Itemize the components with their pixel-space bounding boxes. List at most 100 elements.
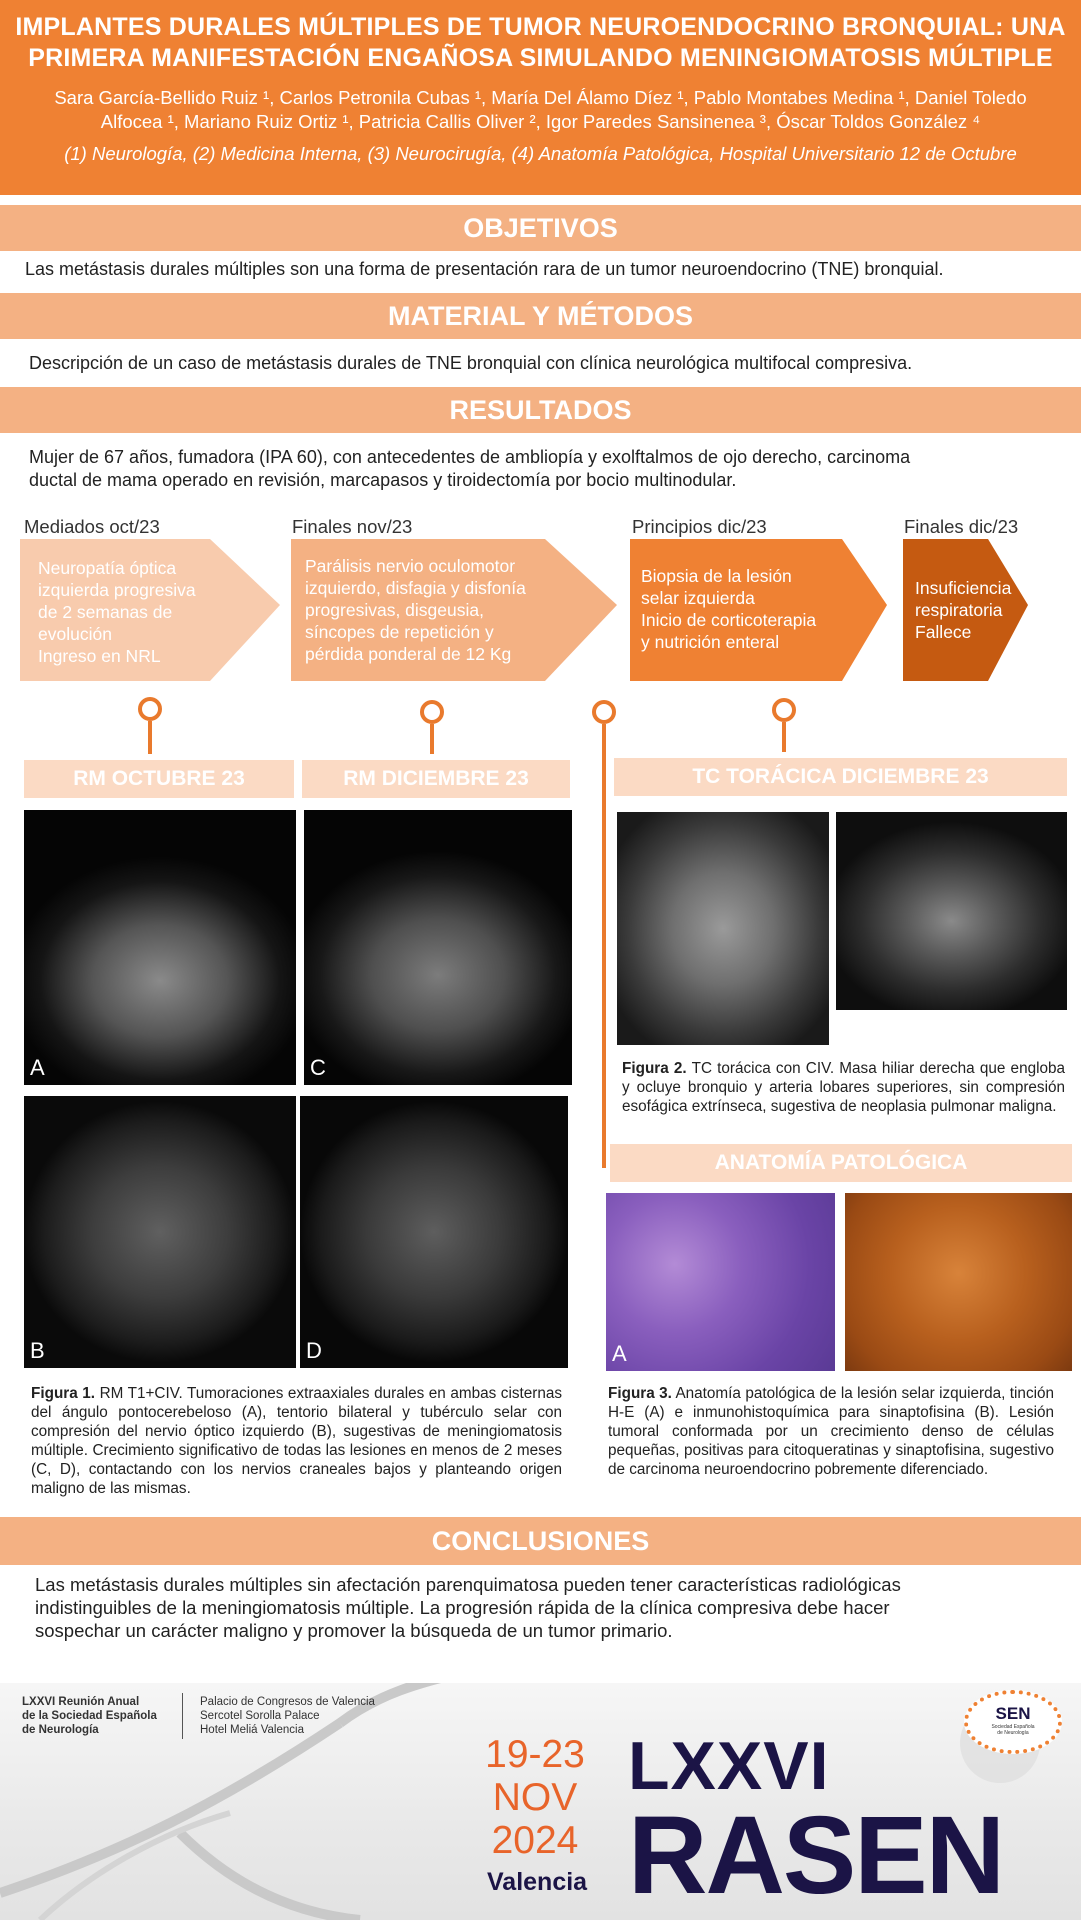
timeline-text-2: Parálisis nervio oculomotor izquierdo, d… bbox=[305, 555, 526, 665]
venues: Palacio de Congresos de Valencia Sercote… bbox=[200, 1695, 375, 1737]
timeline-1-line: evolución bbox=[38, 624, 112, 644]
authors-line-1: Sara García-Bellido Ruiz ¹, Carlos Petro… bbox=[54, 87, 1027, 108]
congress-dates: 19-23 NOV 2024 bbox=[480, 1733, 590, 1862]
image-letter-ap-a: A bbox=[612, 1341, 627, 1366]
conclusiones-text: Las metástasis durales múltiples sin afe… bbox=[35, 1573, 1075, 1642]
timeline-date-4: Finales dic/23 bbox=[904, 516, 1019, 537]
ct-coronal-image bbox=[617, 812, 829, 1045]
mri-image-c: C bbox=[304, 810, 572, 1085]
tc-toracica-label: TC TORÁCICA DICIEMBRE 23 bbox=[614, 758, 1067, 796]
timeline-4-line: Fallece bbox=[915, 622, 972, 642]
figure-2-caption: Figura 2. TC torácica con CIV. Masa hili… bbox=[622, 1059, 1065, 1116]
timeline-date-3: Principios dic/23 bbox=[632, 516, 767, 537]
sen-logo-text: SEN bbox=[995, 1704, 1031, 1723]
figure-2-text: TC torácica con CIV. Masa hiliar derecha… bbox=[622, 1060, 1065, 1115]
meeting-line: LXXVI Reunión Anual bbox=[22, 1696, 140, 1708]
footer-divider bbox=[182, 1693, 183, 1739]
timeline-pin-line-4 bbox=[782, 722, 786, 752]
timeline-pin-3 bbox=[592, 700, 616, 724]
image-letter-c: C bbox=[310, 1055, 326, 1080]
timeline-chevrons bbox=[20, 539, 1028, 681]
timeline-2-line: pérdida ponderal de 12 Kg bbox=[305, 644, 512, 664]
title-line-2: PRIMERA MANIFESTACIÓN ENGAÑOSA SIMULANDO… bbox=[28, 44, 1053, 72]
timeline-text-4: Insuficiencia respiratoria Fallece bbox=[915, 577, 1011, 643]
timeline-1-line: Neuropatía óptica bbox=[38, 558, 177, 578]
timeline-text-3: Biopsia de la lesión selar izquierda Ini… bbox=[641, 565, 816, 653]
congress-city: Valencia bbox=[487, 1868, 588, 1896]
resultados-line-2: ductal de mama operado en revisión, marc… bbox=[29, 470, 737, 490]
congress-number: LXXVI bbox=[628, 1728, 830, 1804]
conclusiones-line-1: Las metástasis durales múltiples sin afe… bbox=[35, 1574, 901, 1595]
sen-logo-subtitle: Sociedad Española de Neurología bbox=[968, 1724, 1058, 1736]
anatomia-patologica-label: ANATOMÍA PATOLÓGICA bbox=[610, 1144, 1072, 1182]
timeline-date-2: Finales nov/23 bbox=[292, 516, 413, 537]
meeting-name: LXXVI Reunión Anual de la Sociedad Españ… bbox=[22, 1695, 157, 1737]
figure-1-bold: Figura 1. bbox=[31, 1385, 96, 1402]
figure-2-bold: Figura 2. bbox=[622, 1060, 687, 1077]
timeline-2-line: Parálisis nervio oculomotor bbox=[305, 556, 516, 576]
timeline-chevron-1 bbox=[20, 539, 280, 681]
sen-logo-sub-line: Sociedad Española bbox=[991, 1724, 1035, 1730]
image-letter-b: B bbox=[30, 1338, 45, 1363]
timeline-chevron-3 bbox=[630, 539, 887, 681]
congress-acronym: RASEN bbox=[628, 1794, 1005, 1917]
resultados-text: Mujer de 67 años, fumadora (IPA 60), con… bbox=[29, 446, 1079, 492]
figure-3-text: Anatomía patológica de la lesión selar i… bbox=[608, 1385, 1055, 1478]
authors-line-2: Alfocea ¹, Mariano Ruiz Ortiz ¹, Patrici… bbox=[100, 111, 981, 132]
timeline-pin-line-3 bbox=[602, 724, 606, 1168]
poster-header: IMPLANTES DURALES MÚLTIPLES DE TUMOR NEU… bbox=[0, 0, 1081, 195]
resultados-heading: RESULTADOS bbox=[0, 387, 1081, 433]
rm-diciembre-label: RM DICIEMBRE 23 bbox=[302, 760, 570, 798]
mri-image-a: A bbox=[24, 810, 296, 1085]
timeline-date-1: Mediados oct/23 bbox=[24, 516, 160, 537]
resultados-line-1: Mujer de 67 años, fumadora (IPA 60), con… bbox=[29, 447, 911, 467]
metodos-text: Descripción de un caso de metástasis dur… bbox=[29, 353, 913, 373]
dates-line: NOV bbox=[492, 1776, 578, 1819]
congress-footer: LXXVI Reunión Anual de la Sociedad Españ… bbox=[0, 1683, 1081, 1920]
timeline-2-line: progresivas, disgeusia, bbox=[305, 600, 484, 620]
timeline-2-line: izquierdo, disfagia y disfonía bbox=[305, 578, 526, 598]
image-letter-d: D bbox=[306, 1338, 322, 1363]
timeline-1-line: izquierda progresiva bbox=[38, 580, 196, 600]
venue-line: Sercotel Sorolla Palace bbox=[200, 1710, 320, 1722]
timeline-pin-line-1 bbox=[148, 721, 152, 754]
meeting-line: de la Sociedad Española bbox=[22, 1710, 157, 1722]
timeline-chevron-4 bbox=[903, 539, 1028, 681]
metodos-heading: MATERIAL Y MÉTODOS bbox=[0, 293, 1081, 339]
sen-logo-sub-line: de Neurología bbox=[997, 1730, 1029, 1736]
sen-logo: SEN Sociedad Española de Neurología bbox=[964, 1690, 1062, 1754]
timeline-1-line: Ingreso en NRL bbox=[38, 646, 161, 666]
timeline-pin-2 bbox=[420, 700, 444, 724]
conclusiones-line-3: sospechar un carácter maligno y promover… bbox=[35, 1620, 673, 1641]
timeline-text-1: Neuropatía óptica izquierda progresiva d… bbox=[38, 557, 196, 667]
histology-he-image: A bbox=[606, 1193, 835, 1371]
venue-line: Hotel Meliá Valencia bbox=[200, 1724, 304, 1736]
conclusiones-line-2: indistinguibles de la meningiomatosis mú… bbox=[35, 1597, 890, 1618]
timeline-3-line: Inicio de corticoterapia bbox=[641, 610, 817, 630]
figure-3-bold: Figura 3. bbox=[608, 1385, 672, 1402]
mri-image-d: D bbox=[300, 1096, 568, 1368]
objetivos-text: Las metástasis durales múltiples son una… bbox=[25, 259, 944, 279]
mri-image-b: B bbox=[24, 1096, 296, 1368]
timeline-3-line: y nutrición enteral bbox=[641, 632, 780, 652]
synaptophysin-image bbox=[845, 1193, 1072, 1371]
authors: Sara García-Bellido Ruiz ¹, Carlos Petro… bbox=[10, 86, 1071, 134]
affiliations: (1) Neurología, (2) Medicina Interna, (3… bbox=[64, 143, 1017, 164]
dates-line: 19-23 bbox=[485, 1733, 585, 1776]
timeline-pin-1 bbox=[138, 697, 162, 721]
timeline-3-line: Biopsia de la lesión bbox=[641, 566, 792, 586]
timeline-3-line: selar izquierda bbox=[641, 588, 755, 608]
timeline-4-line: Insuficiencia bbox=[915, 578, 1012, 598]
timeline-1-line: de 2 semanas de bbox=[38, 602, 173, 622]
figure-1-text: RM T1+CIV. Tumoraciones extraaxiales dur… bbox=[31, 1385, 563, 1497]
figure-3-caption: Figura 3. Anatomía patológica de la lesi… bbox=[608, 1384, 1054, 1479]
objetivos-heading: OBJETIVOS bbox=[0, 205, 1081, 251]
conclusiones-heading: CONCLUSIONES bbox=[0, 1517, 1081, 1565]
timeline-2-line: síncopes de repetición y bbox=[305, 622, 494, 642]
figure-1-caption: Figura 1. RM T1+CIV. Tumoraciones extraa… bbox=[31, 1384, 562, 1498]
image-letter-a: A bbox=[30, 1055, 45, 1080]
timeline-4-line: respiratoria bbox=[915, 600, 1003, 620]
title-line-1: IMPLANTES DURALES MÚLTIPLES DE TUMOR NEU… bbox=[15, 13, 1066, 41]
ct-axial-image bbox=[836, 812, 1067, 1010]
timeline-chevron-2 bbox=[291, 539, 617, 681]
